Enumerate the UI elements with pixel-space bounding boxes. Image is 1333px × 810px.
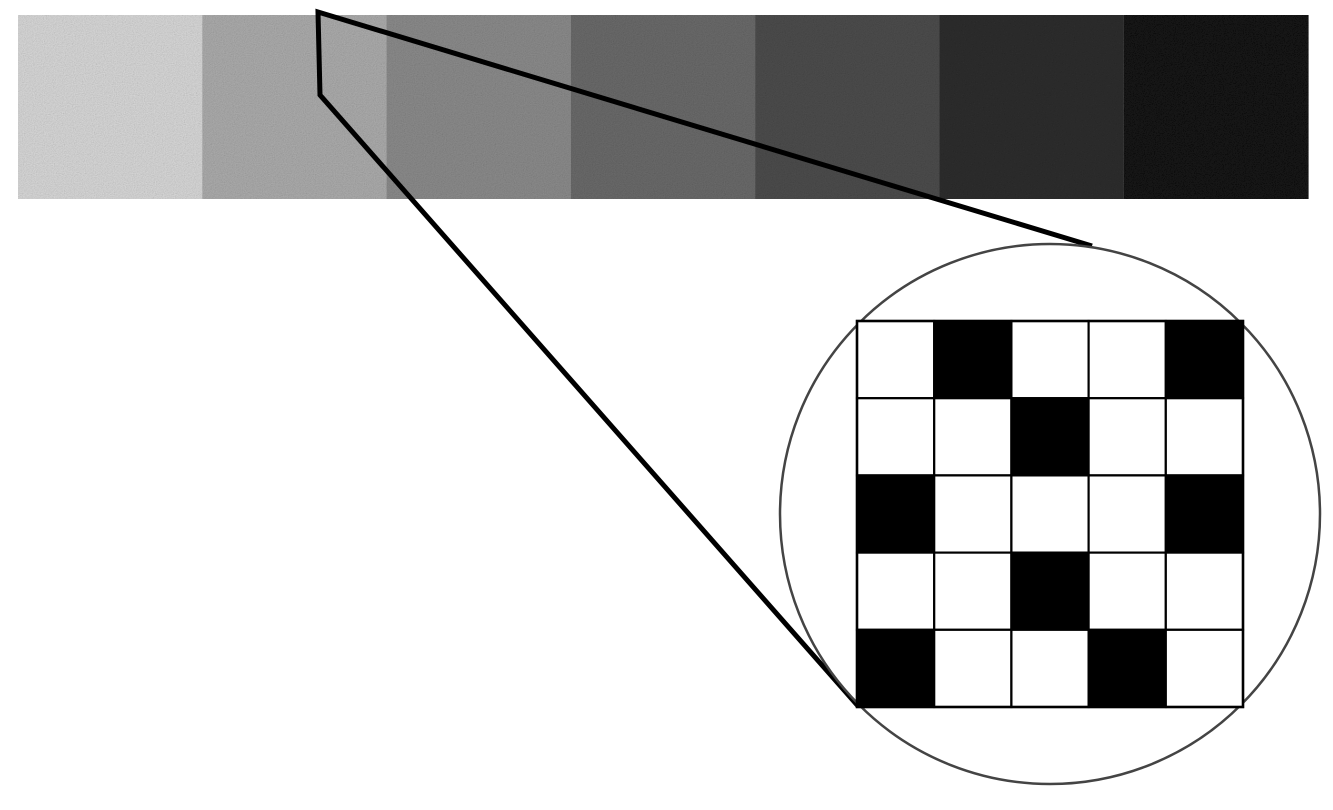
grid-cell-empty: [1087, 551, 1167, 631]
grid-cell-empty: [933, 474, 1013, 554]
grid-cell-empty: [1087, 474, 1167, 554]
grid-cell-empty: [855, 551, 936, 631]
grid-border: [855, 319, 1245, 709]
gradient-step: [202, 15, 388, 199]
grid-cell-empty: [1087, 319, 1167, 400]
callout-line: [315, 8, 1093, 708]
gradient-step: [18, 15, 203, 199]
dither-pattern-grid: [855, 319, 1245, 709]
grid-cell-filled: [933, 319, 1013, 400]
halftone-gradient-strip: [18, 15, 1309, 199]
grid-cell-empty: [933, 551, 1013, 631]
grid-cell-empty: [933, 397, 1013, 477]
gradient-step: [570, 15, 756, 199]
grid-cell-filled: [1164, 474, 1245, 554]
grid-cell-filled: [1010, 551, 1090, 631]
grid-cell-empty: [933, 628, 1013, 709]
grid-cell-empty: [1010, 474, 1090, 554]
grid-cell-filled: [1164, 319, 1245, 400]
grid-cell-empty: [855, 319, 936, 400]
grid-cell-empty: [1164, 397, 1245, 477]
grid-cell-empty: [1010, 628, 1090, 709]
gradient-step: [1123, 15, 1309, 199]
gradient-step: [386, 15, 572, 199]
grid-cell-filled: [855, 628, 936, 709]
grid-cell-filled: [1087, 628, 1167, 709]
grid-cell-empty: [855, 397, 936, 477]
magnifier-callout-lines: [315, 8, 1093, 708]
grid-cell-empty: [1164, 551, 1245, 631]
grid-cell-empty: [1164, 628, 1245, 709]
grid-cell-filled: [1010, 397, 1090, 477]
grid-cell-filled: [855, 474, 936, 554]
gradient-step: [755, 15, 941, 199]
grid-cell-empty: [1087, 397, 1167, 477]
grid-cell-empty: [1010, 319, 1090, 400]
gradient-step: [939, 15, 1125, 199]
